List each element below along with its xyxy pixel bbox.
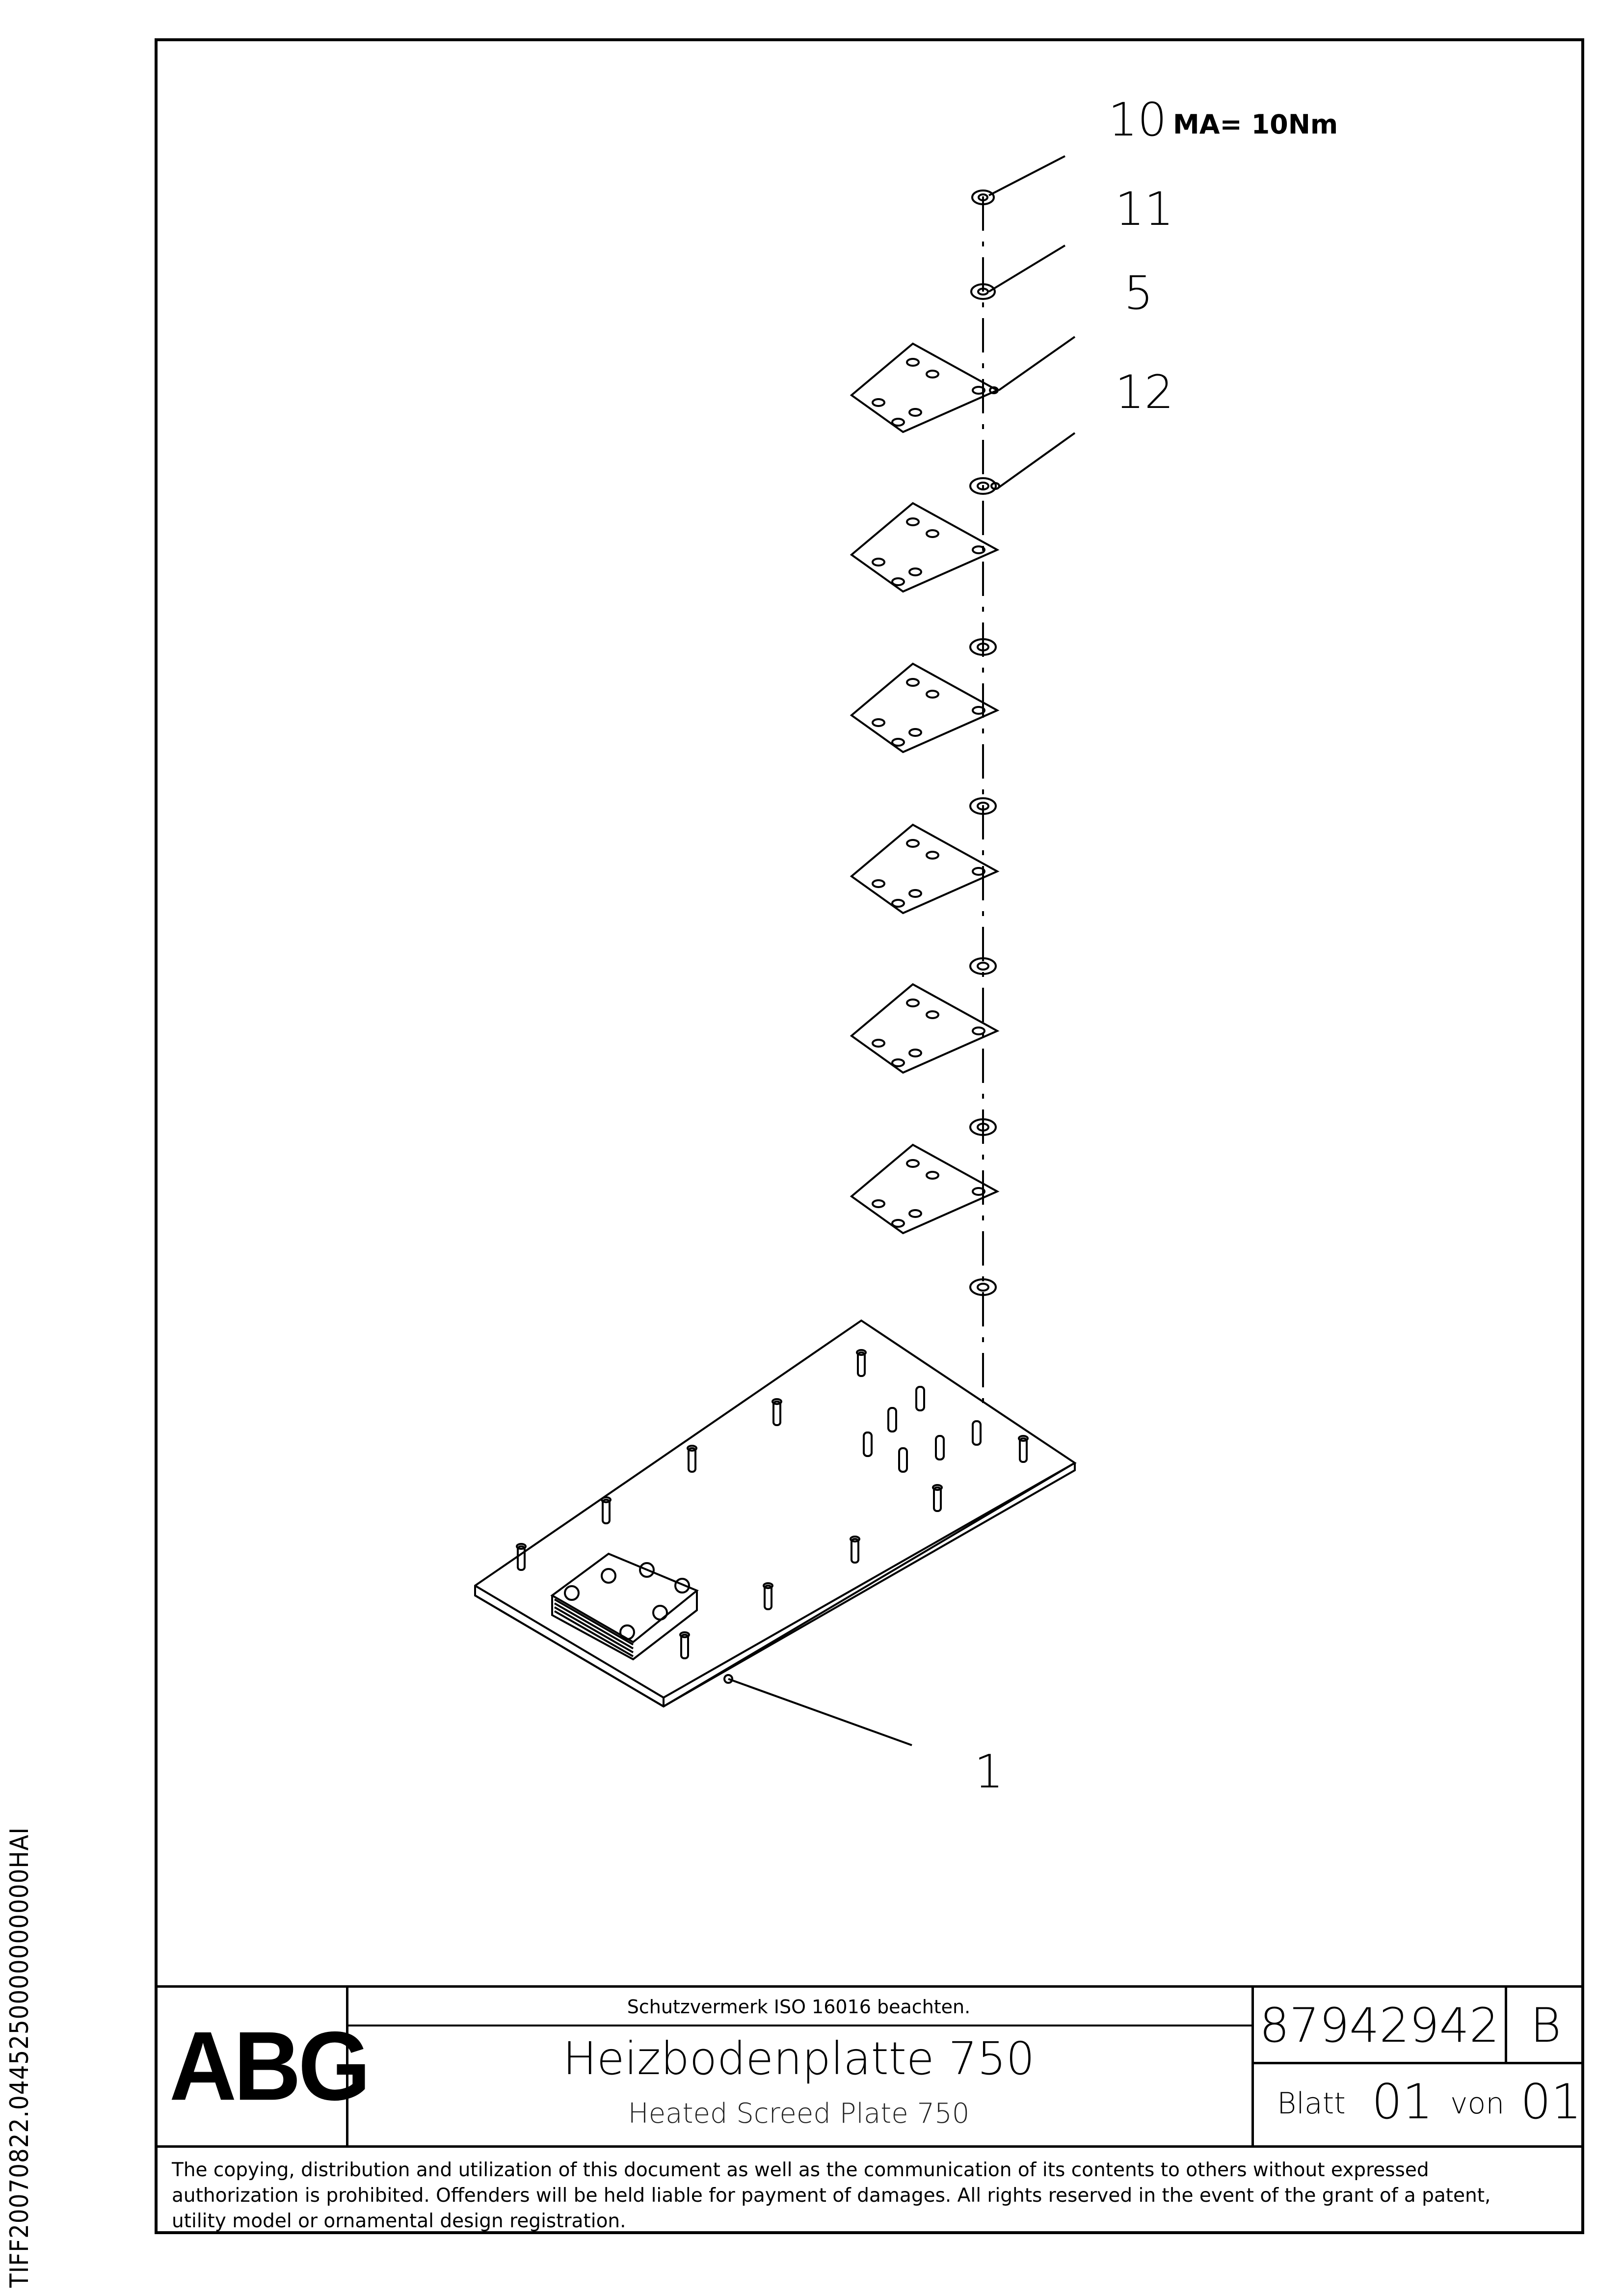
studs bbox=[516, 1349, 1029, 1659]
mounted-plate-stack bbox=[550, 1552, 699, 1661]
note-rule bbox=[346, 2025, 1251, 2026]
callout-12: 12 bbox=[1115, 366, 1174, 419]
titleblock-top-rule bbox=[155, 1985, 1584, 1988]
of-label: von bbox=[1450, 2086, 1505, 2121]
total-sheets: 01 bbox=[1520, 2074, 1582, 2130]
title-english: Heated Screed Plate 750 bbox=[628, 2098, 970, 2130]
nut-10 bbox=[971, 189, 995, 205]
callout-10: 10 bbox=[1108, 93, 1167, 147]
leader-1 bbox=[728, 1678, 912, 1746]
washer-11 bbox=[970, 283, 996, 300]
callout-1: 1 bbox=[974, 1745, 1004, 1799]
base-plate-1 bbox=[474, 1319, 1077, 1708]
drawing-frame bbox=[155, 38, 1584, 2234]
leader-5 bbox=[998, 336, 1076, 391]
torque-note: MA= 10Nm bbox=[1173, 109, 1338, 140]
sheet-label: Blatt bbox=[1277, 2086, 1346, 2121]
sheet-number: 01 bbox=[1372, 2074, 1433, 2130]
leader-12 bbox=[998, 432, 1076, 488]
copyright-notice: The copying, distribution and utilizatio… bbox=[172, 2159, 1491, 2232]
leader-11 bbox=[988, 244, 1066, 293]
sheet-rule bbox=[1251, 2062, 1584, 2064]
protection-note: Schutzvermerk ISO 16016 beachten. bbox=[627, 1996, 971, 2018]
side-identifier: TIFF20070822.0445250000000000HAI bbox=[5, 1827, 34, 2288]
callout-5: 5 bbox=[1124, 267, 1153, 320]
title-german: Heizbodenplatte 750 bbox=[562, 2032, 1035, 2085]
drawing-number: 87942942 bbox=[1259, 1998, 1499, 2053]
logo-divider bbox=[346, 1985, 348, 2145]
callout-11: 11 bbox=[1115, 183, 1174, 236]
titleblock-bottom-rule bbox=[155, 2145, 1584, 2148]
leader-10 bbox=[988, 155, 1065, 196]
revision-divider bbox=[1505, 1985, 1507, 2064]
revision-letter: B bbox=[1530, 1998, 1561, 2053]
abg-logo: ABG bbox=[169, 2011, 371, 2121]
plate-stack bbox=[850, 342, 1000, 1296]
number-divider bbox=[1251, 1985, 1254, 2145]
